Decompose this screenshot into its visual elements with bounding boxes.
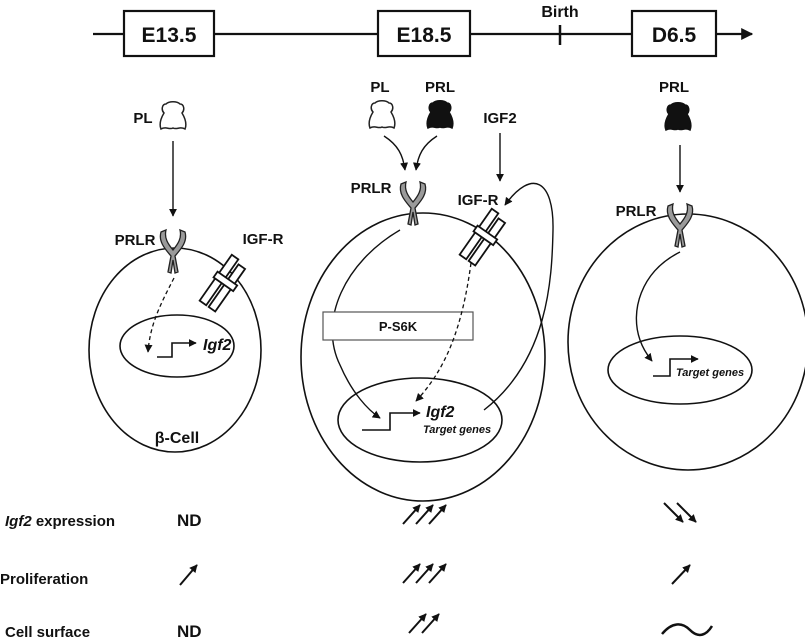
row-label-cell-surface: Cell surface [5,624,90,641]
cell-prolif-e13-up-arrow [179,564,198,586]
timeline: E13.5 E18.5 D6.5 Birth [93,4,754,58]
e18-pl-label: PL [370,79,389,96]
e18-prlr-signal-arrow [331,229,401,419]
panel-e18: PL PRL IGF2 PRLR IGF-R P-S6K Igf2 Target… [300,79,554,502]
p-s6k-label: P-S6K [379,319,418,334]
row-label-igf2-expression: Igf2 expression [5,513,115,530]
cell-igf2-e18-triple-up-arrow [402,504,447,525]
e13-igf2-gene-label: Igf2 [203,337,232,354]
e13-promoter-arrow [157,339,197,358]
d6-prl-label: PRL [659,79,689,96]
e18-prlr-label: PRLR [351,180,392,197]
cell-prolif-d6-up-arrow [671,564,691,585]
d6-promoter-arrow [653,355,699,377]
p-s6k-box [322,311,474,341]
igf-receptor-icon [197,252,251,315]
e18-igfr-label: IGF-R [458,192,499,209]
prlr-receptor-icon [666,203,694,248]
cell-igf2-d6-double-down-arrow [663,502,697,523]
e18-cell-membrane [300,212,546,502]
e18-prl-arrow [412,135,438,171]
d6-signal-arrow [635,251,681,362]
e13-dashed-signal-arrow [144,277,175,353]
row-label-proliferation: Proliferation [0,571,88,588]
stage-box-e18 [376,9,472,58]
panel-e13: PL PRLR IGF-R Igf2 β-Cell [88,101,284,453]
stage-box-e13 [122,9,216,58]
cell-surface-e18-double-up-arrow [408,613,440,634]
stage-label-e13: E13.5 [142,24,197,47]
e18-dashed-igfr-arrow [415,262,472,402]
cell-surface-e13: ND [177,622,202,641]
pl-ligand-icon [368,100,396,129]
cell-surface-d6-unchanged-tilde [661,623,714,637]
e13-prlr-label: PRLR [115,232,156,249]
d6-prlr-label: PRLR [616,203,657,220]
birth-label: Birth [541,4,578,21]
prlr-receptor-icon [159,229,187,274]
e18-target-genes-label: Target genes [423,424,491,436]
panel-d6: PRL PRLR Target genes [567,79,805,471]
e18-igf2-gene-label: Igf2 [426,404,455,421]
e13-pl-label: PL [133,110,152,127]
prlr-receptor-icon [399,181,427,226]
prl-ligand-icon [426,100,454,129]
e13-nucleus [119,314,235,378]
stage-box-d6 [630,9,718,58]
pl-ligand-icon [159,101,187,130]
summary-table: Igf2 expression ND Proliferation Cell su… [0,502,714,641]
d6-cell-membrane [567,213,805,471]
e18-prl-label: PRL [425,79,455,96]
e13-igfr-label: IGF-R [243,231,284,248]
e18-promoter-arrow [362,409,421,431]
cell-igf2-e13: ND [177,511,202,530]
d6-target-genes-label: Target genes [676,367,744,379]
e18-pl-arrow [383,135,409,171]
beta-cell-label: β-Cell [155,430,199,447]
d6-nucleus [607,335,753,405]
igf-receptor-icon [457,206,511,269]
stage-label-d6: D6.5 [652,24,697,47]
e18-igf2-ligand-label: IGF2 [483,110,516,127]
prl-ligand-icon [664,102,692,131]
stage-label-e18: E18.5 [397,24,452,47]
e18-autocrine-loop-arrow [483,182,554,411]
cell-prolif-e18-triple-up-arrow [402,563,447,584]
e18-nucleus [337,377,503,463]
